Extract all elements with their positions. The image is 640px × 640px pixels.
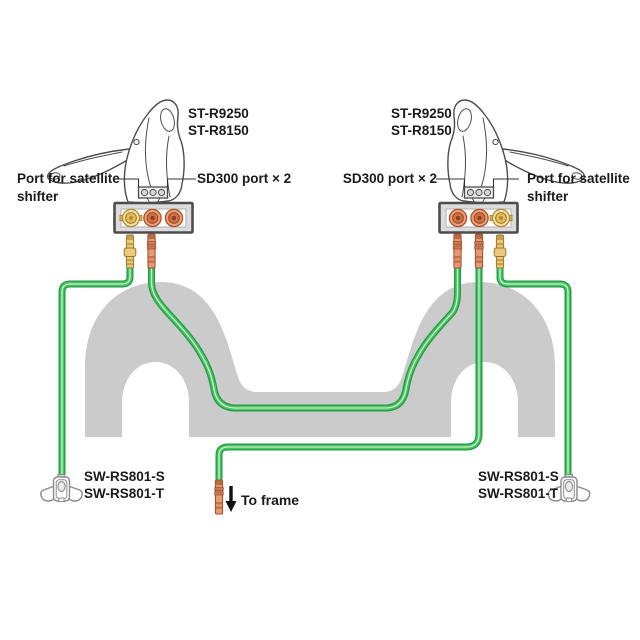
right-yellow-plug bbox=[493, 234, 507, 269]
to-frame-label: To frame bbox=[241, 492, 299, 508]
right-shifter-model-1: ST-R9250 bbox=[391, 106, 452, 121]
right-port-block bbox=[438, 201, 519, 234]
down-arrow-icon bbox=[225, 486, 237, 512]
satellite-shifter-icon bbox=[40, 473, 83, 503]
left-orange-plug bbox=[146, 233, 157, 269]
right-shifter-model-2: ST-R8150 bbox=[391, 123, 452, 138]
left-port-block bbox=[113, 201, 194, 234]
handlebar-silhouette bbox=[85, 282, 555, 437]
left-yellow-plug bbox=[123, 234, 137, 269]
left-satellite-model-1: SW-RS801-S bbox=[84, 469, 165, 484]
right-sd300-port-1 bbox=[448, 208, 468, 228]
left-shifter-model-1: ST-R9250 bbox=[188, 106, 249, 121]
right-satellite-port-label-2: shifter bbox=[527, 189, 569, 204]
right-satellite-port-label-1: Port for satellite bbox=[527, 171, 630, 186]
left-sd300-port-2 bbox=[164, 208, 184, 228]
right-orange-plug-2 bbox=[474, 233, 484, 269]
right-sd300-label: SD300 port × 2 bbox=[343, 171, 437, 186]
right-orange-plug-1 bbox=[452, 233, 463, 269]
left-sd300-label: SD300 port × 2 bbox=[197, 171, 291, 186]
left-satellite-model-2: SW-RS801-T bbox=[84, 486, 165, 501]
left-shifter-illustration bbox=[46, 99, 197, 204]
to-frame-plug bbox=[214, 479, 224, 515]
left-satellite-port-label-1: Port for satellite bbox=[17, 171, 120, 186]
left-shifter-model-2: ST-R8150 bbox=[188, 123, 249, 138]
left-sd300-port-1 bbox=[143, 208, 162, 228]
right-shifter-illustration bbox=[435, 99, 586, 204]
right-satellite-model-2: SW-RS801-T bbox=[478, 486, 559, 501]
left-satellite-port-label-2: shifter bbox=[17, 189, 59, 204]
right-satellite-model-1: SW-RS801-S bbox=[478, 469, 559, 484]
right-sd300-port-2 bbox=[470, 208, 489, 228]
